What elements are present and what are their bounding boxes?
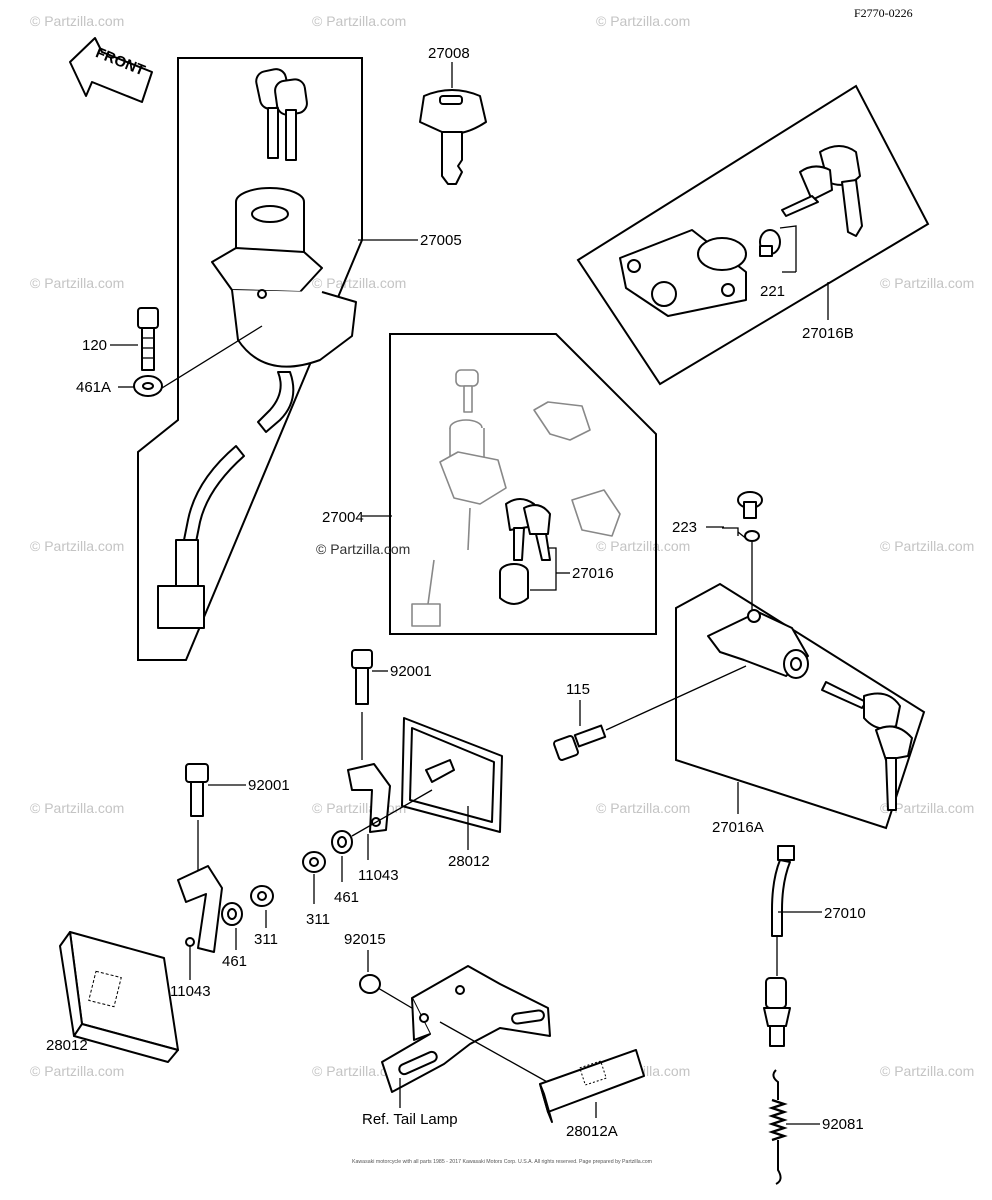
lock-cylinder-icon [499, 563, 529, 605]
lock-set-27016a-group [675, 491, 926, 830]
nut-311-left-icon [250, 885, 274, 907]
watermark: © Partzilla.com [312, 275, 406, 291]
watermark: © Partzilla.com [30, 538, 124, 554]
watermark: © Partzilla.com [596, 13, 690, 29]
label-311-left: 311 [254, 931, 278, 948]
lamp-28012-left-icon [59, 931, 179, 1063]
watermark: © Partzilla.com [596, 800, 690, 816]
watermark: © Partzilla.com [30, 275, 124, 291]
footer-copyright: Kawasaki motorcycle with all parts 1985 … [352, 1159, 652, 1165]
switch-set-27004-group [389, 333, 657, 635]
screw-223-icon [737, 491, 763, 542]
lock-body-27016b-icon [619, 229, 747, 317]
bracket-11043-left-icon [177, 865, 223, 953]
label-11043-left: 11043 [170, 983, 211, 1000]
label-92001-lower: 92001 [248, 777, 290, 794]
watermark: © Partzilla.com [30, 1063, 124, 1079]
keys-27016b-icon [781, 145, 863, 237]
label-27016: 27016 [572, 565, 614, 582]
key-27008-icon [419, 89, 487, 185]
spring-92081-icon [768, 1069, 788, 1185]
nut-311-center-icon [302, 851, 326, 873]
washer-461a-icon [133, 375, 163, 397]
label-120: 120 [82, 337, 107, 354]
nut-92015-icon [359, 974, 381, 994]
lock-body-27016a-icon [707, 609, 809, 679]
screw-221-icon [759, 229, 781, 257]
label-28012-left: 28012 [46, 1037, 88, 1054]
wire-harness-icon [157, 445, 245, 629]
switch-cable-icon [763, 845, 795, 1047]
center-watermark: © Partzilla.com [316, 541, 410, 557]
label-27004: 27004 [322, 509, 364, 526]
group-outline [389, 333, 657, 635]
watermark: © Partzilla.com [30, 13, 124, 29]
watermark: © Partzilla.com [880, 1063, 974, 1079]
group-outline [137, 57, 363, 661]
label-27016a: 27016A [712, 819, 764, 836]
group-outline [675, 582, 926, 830]
label-11043-center: 11043 [358, 867, 399, 884]
cap-small-icon [571, 489, 621, 537]
watermark: © Partzilla.com [312, 13, 406, 29]
lock-set-27016b-group [576, 84, 930, 386]
label-27005: 27005 [420, 232, 462, 249]
label-27008: 27008 [428, 45, 470, 62]
keys-27016a-icon [821, 681, 913, 811]
label-28012a: 28012A [566, 1123, 618, 1140]
watermark: © Partzilla.com [880, 538, 974, 554]
label-92001-upper: 92001 [390, 663, 432, 680]
ignition-switch-group [133, 57, 363, 661]
bracket-11043-center-icon [347, 763, 391, 833]
label-461a-washer: 461A [76, 379, 111, 396]
washer-461-left-icon [221, 902, 243, 926]
label-92015: 92015 [344, 931, 386, 948]
watermark: © Partzilla.com [880, 275, 974, 291]
label-27016b: 27016B [802, 325, 854, 342]
label-115: 115 [566, 681, 590, 698]
watermark: © Partzilla.com [30, 800, 124, 816]
key-pair-icon [255, 68, 308, 161]
figure-number: F2770-0226 [854, 6, 913, 20]
label-461-left: 461 [222, 953, 247, 970]
key-small-icon [455, 369, 479, 413]
keys-27016-icon [505, 498, 551, 561]
ignition-switch-icon [211, 187, 357, 433]
label-ref-tail-lamp: Ref. Tail Lamp [362, 1111, 458, 1128]
group-outline [576, 84, 930, 386]
label-92081: 92081 [822, 1116, 864, 1133]
label-311-center: 311 [306, 911, 330, 928]
label-221: 221 [760, 283, 785, 300]
watermark: © Partzilla.com [596, 538, 690, 554]
label-28012-center: 28012 [448, 853, 490, 870]
washer-461-center-icon [331, 830, 353, 854]
lamp-28012-center-icon [401, 717, 503, 833]
label-27010: 27010 [824, 905, 866, 922]
front-arrow-icon: FRONT [69, 37, 153, 103]
label-223: 223 [672, 519, 697, 536]
switch-small-icon [411, 419, 507, 627]
bolt-115-icon [553, 724, 607, 761]
watermark: © Partzilla.com [880, 800, 974, 816]
label-461-center: 461 [334, 889, 359, 906]
bolt-92001-lower-icon [185, 763, 209, 817]
tail-lamp-bracket-icon [381, 965, 551, 1093]
lamp-28012a-icon [539, 1049, 645, 1123]
bolt-120-icon [137, 307, 159, 371]
cap-icon [533, 401, 591, 441]
bolt-92001-upper-icon [351, 649, 373, 705]
